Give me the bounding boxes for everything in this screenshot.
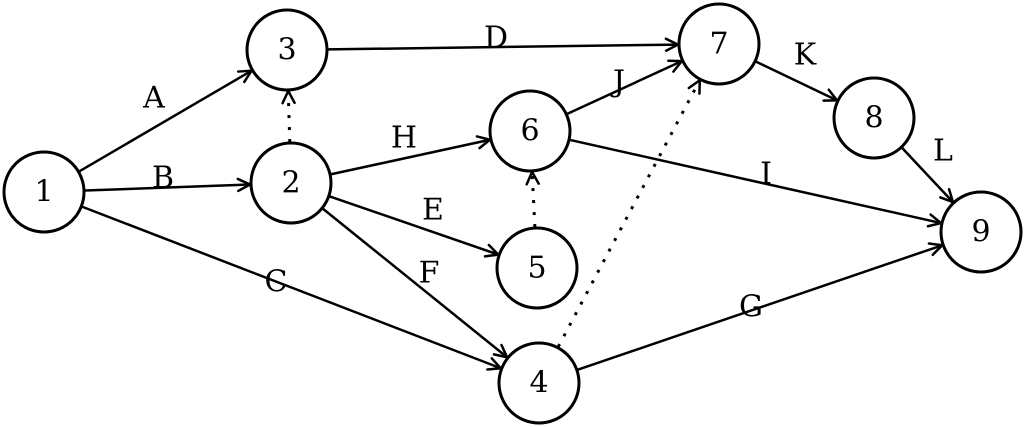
node-9: 9 bbox=[939, 190, 1023, 274]
dashed-dummy-arrow-line bbox=[530, 171, 537, 228]
arrow-line bbox=[330, 138, 491, 176]
edge-label-d: D bbox=[484, 21, 508, 56]
node-label: 2 bbox=[281, 166, 300, 201]
node-circle bbox=[245, 8, 329, 92]
node-2: 2 bbox=[249, 141, 333, 225]
dashed-dummy-arrow-line bbox=[286, 90, 292, 143]
edge-labels-layer: A B C D EF G H I J K L bbox=[142, 21, 953, 325]
edge-e bbox=[329, 195, 500, 258]
arrow-line bbox=[566, 60, 683, 115]
edge-label-h: H bbox=[391, 121, 417, 156]
arrow-line bbox=[327, 43, 679, 51]
arrow-line bbox=[84, 183, 251, 192]
node-circle bbox=[677, 2, 761, 86]
node-label: 7 bbox=[709, 27, 728, 62]
edge-label-g: G bbox=[739, 290, 763, 325]
dummy-edge-2-3 bbox=[281, 89, 296, 143]
node-label: 3 bbox=[277, 33, 296, 68]
edge-a bbox=[78, 69, 253, 173]
node-label: 8 bbox=[864, 101, 883, 136]
node-label: 4 bbox=[529, 366, 548, 401]
arrow-line bbox=[78, 69, 253, 173]
arrow-line bbox=[329, 195, 499, 256]
dummy-edge-4-7 bbox=[556, 78, 702, 348]
edge-label-k: K bbox=[794, 38, 817, 73]
edges-layer bbox=[78, 37, 955, 371]
node-label: 6 bbox=[520, 114, 539, 149]
edge-label-f: F bbox=[419, 256, 440, 291]
node-label: 5 bbox=[527, 251, 546, 286]
arrow-line bbox=[755, 60, 838, 102]
dummy-edge-5-6 bbox=[525, 170, 540, 228]
node-label: 1 bbox=[34, 175, 53, 210]
edge-label-i: I bbox=[760, 157, 772, 192]
node-circle bbox=[939, 190, 1023, 274]
node-5: 5 bbox=[495, 226, 579, 310]
arrow-line bbox=[901, 147, 954, 203]
arrow-line bbox=[577, 244, 943, 371]
node-6: 6 bbox=[488, 89, 572, 173]
arrow-line bbox=[81, 205, 502, 370]
edge-label-e: E bbox=[422, 193, 444, 228]
node-3: 3 bbox=[245, 8, 329, 92]
node-label: 9 bbox=[971, 215, 990, 250]
node-circle bbox=[2, 150, 86, 234]
node-circle bbox=[488, 89, 572, 173]
node-circle bbox=[249, 141, 333, 225]
node-circle bbox=[495, 226, 579, 310]
arrow-line bbox=[322, 207, 508, 359]
node-circle bbox=[497, 341, 581, 425]
node-7: 7 bbox=[677, 2, 761, 86]
edge-label-a: A bbox=[142, 81, 165, 116]
dashed-dummy-arrow-line bbox=[556, 79, 702, 348]
node-4: 4 bbox=[497, 341, 581, 425]
node-8: 8 bbox=[832, 76, 916, 160]
arrow-head-icon bbox=[281, 89, 296, 105]
edge-label-j: J bbox=[610, 65, 625, 100]
edge-label-l: L bbox=[933, 134, 953, 169]
arrow-line bbox=[569, 138, 942, 225]
edge-label-b: B bbox=[152, 161, 174, 196]
node-circle bbox=[832, 76, 916, 160]
node-1: 1 bbox=[2, 150, 86, 234]
edge-label-c: C bbox=[265, 265, 288, 300]
